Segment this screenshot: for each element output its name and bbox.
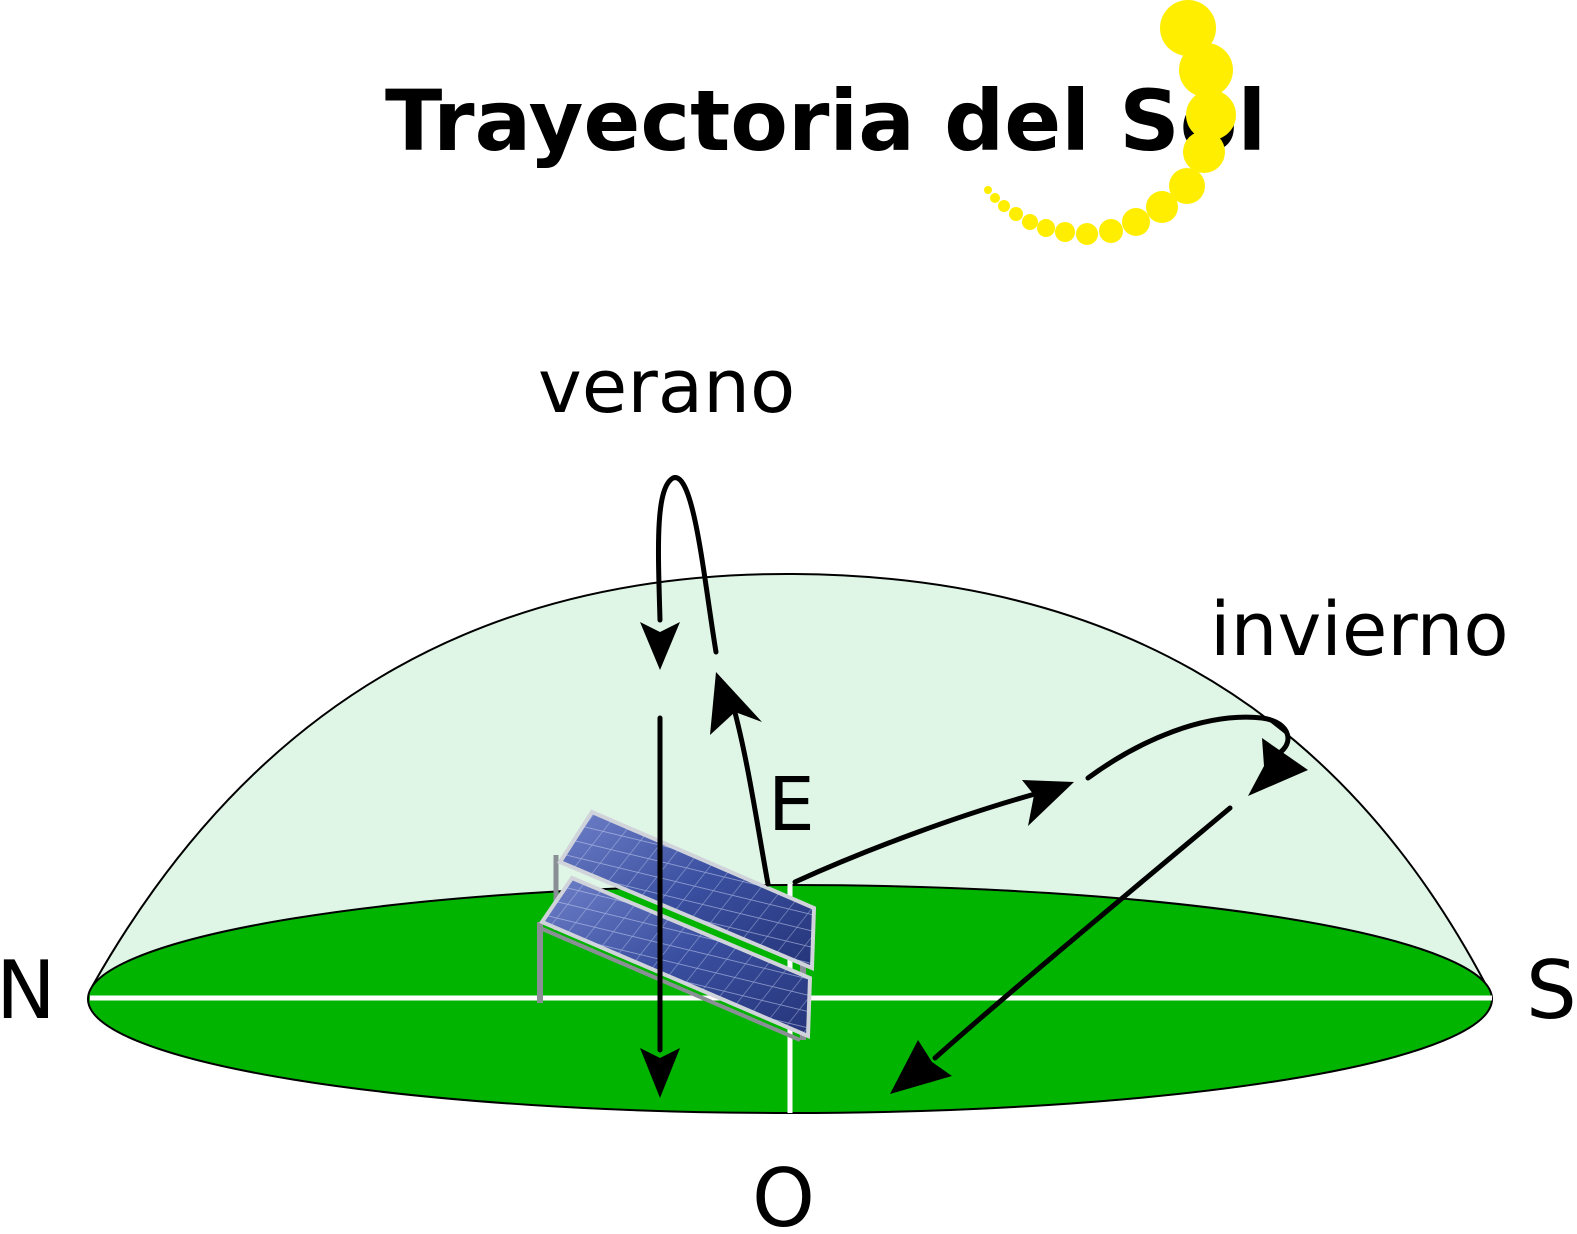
sun-trail-icon <box>984 0 1236 245</box>
north-label: N <box>0 944 56 1037</box>
summer-path <box>656 475 771 1053</box>
diagram-title: Trayectoria del Sol <box>385 72 1266 170</box>
winter-label: invierno <box>1210 587 1509 673</box>
west-label: O <box>752 1152 815 1234</box>
summer-label: verano <box>538 344 795 430</box>
south-label: S <box>1526 944 1577 1037</box>
solar-panel-icon <box>537 809 817 1042</box>
winter-path <box>792 714 1291 1061</box>
winter-arrowheads <box>890 738 1308 1094</box>
summer-arrowheads <box>640 622 762 1098</box>
east-label: E <box>768 762 815 848</box>
